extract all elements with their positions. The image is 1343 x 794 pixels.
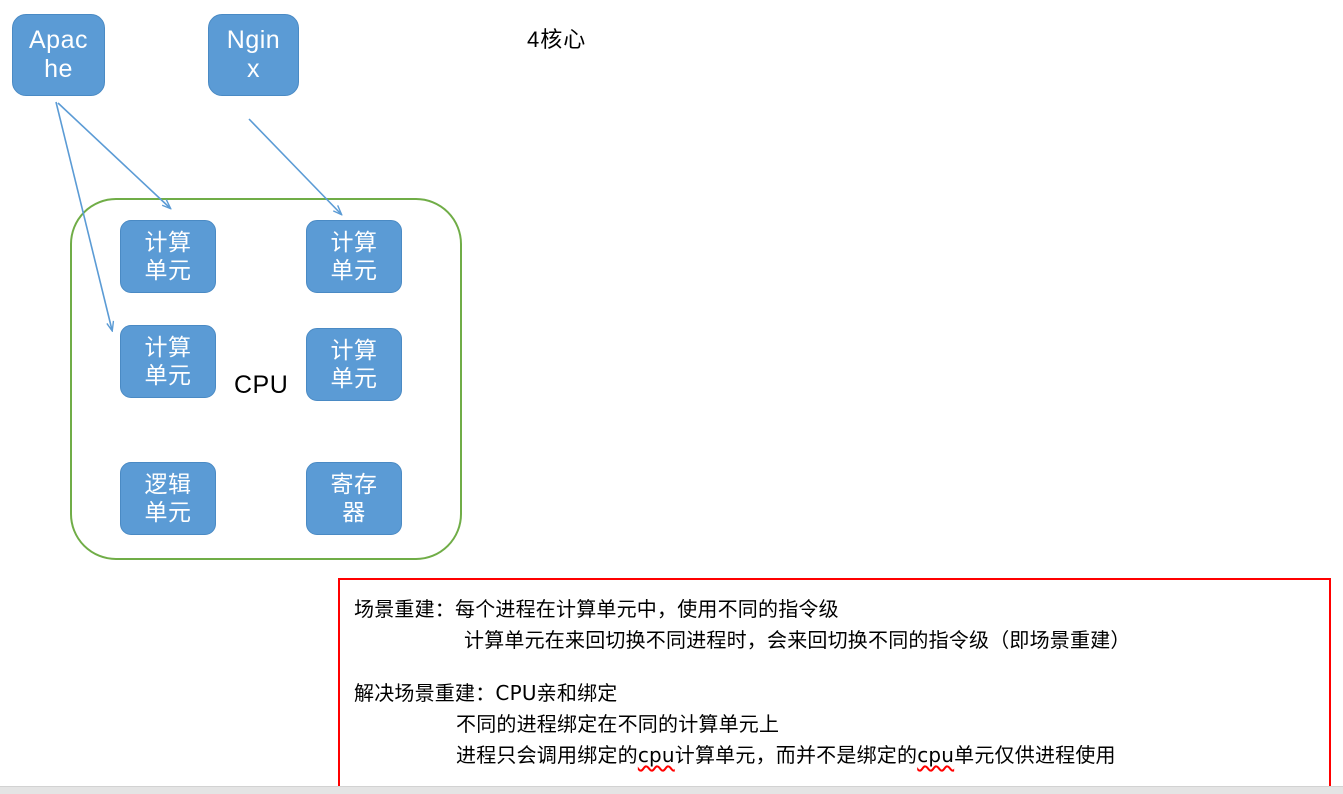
core-count-heading: 4核心 xyxy=(527,27,587,52)
note-line-blank-spacer xyxy=(354,656,1329,678)
note-line-solution-detail-2: 进程只会调用绑定的cpu计算单元，而并不是绑定的cpu单元仅供进程使用 xyxy=(354,740,1329,771)
compute-unit-3[interactable]: 计算 单元 xyxy=(120,325,216,398)
register-unit[interactable]: 寄存 器 xyxy=(306,462,402,535)
bottom-status-strip xyxy=(0,786,1343,794)
cpu-label: CPU xyxy=(234,371,289,399)
note-text-segment-a: 进程只会调用绑定的 xyxy=(456,743,638,767)
logic-unit[interactable]: 逻辑 单元 xyxy=(120,462,216,535)
compute-unit-2[interactable]: 计算 单元 xyxy=(306,220,402,293)
compute-unit-1[interactable]: 计算 单元 xyxy=(120,220,216,293)
process-node-nginx[interactable]: Ngin x xyxy=(208,14,299,96)
note-line-scene-rebuild-detail: 计算单元在来回切换不同进程时，会来回切换不同的指令级（即场景重建） xyxy=(464,628,1131,652)
note-text-segment-b: 计算单元，而并不是绑定的 xyxy=(674,743,918,767)
explanation-note-box: 场景重建：每个进程在计算单元中，使用不同的指令级 计算单元在来回切换不同进程时，… xyxy=(338,578,1331,791)
compute-unit-4[interactable]: 计算 单元 xyxy=(306,328,402,401)
process-node-apache[interactable]: Apac he xyxy=(12,14,105,96)
note-line-solution-detail-1: 不同的进程绑定在不同的计算单元上 xyxy=(456,712,780,736)
note-line-solution-title: 解决场景重建：CPU亲和绑定 xyxy=(354,681,618,705)
note-line-scene-rebuild-title: 场景重建：每个进程在计算单元中，使用不同的指令级 xyxy=(354,597,839,621)
spellcheck-word-cpu-1: cpu xyxy=(637,743,675,767)
spellcheck-word-cpu-2: cpu xyxy=(917,743,955,767)
arrow-apache-to-compute-unit-1 xyxy=(57,102,170,208)
note-text-segment-c: 单元仅供进程使用 xyxy=(954,743,1116,767)
